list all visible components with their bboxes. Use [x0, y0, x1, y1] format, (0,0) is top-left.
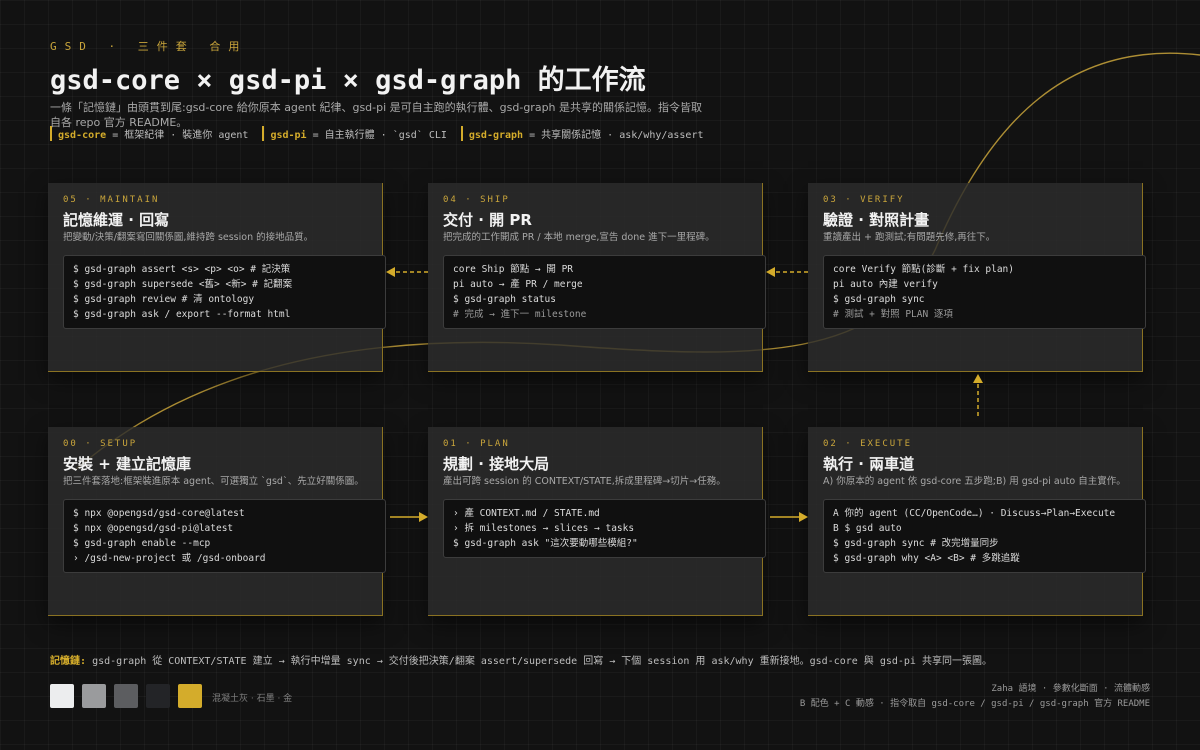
- memory-chain-note: 記憶鏈: gsd-graph 從 CONTEXT/STATE 建立 → 執行中增…: [50, 652, 992, 667]
- legend-key: gsd-core: [58, 130, 107, 141]
- card-tag: 00 · SETUP: [63, 439, 138, 449]
- swatch-gray: [82, 684, 106, 708]
- code-line: $ npx @opengsd/gsd-core@latest: [73, 508, 245, 519]
- code-line: core Verify 節點(診斷 + fix plan): [833, 264, 1014, 275]
- card-execute: 02 · EXECUTE 執行 · 兩車道 A) 你原本的 agent 依 gs…: [808, 427, 1146, 616]
- swatch-gold: [178, 684, 202, 708]
- code-line: # 測試 + 對照 PLAN 逐項: [833, 309, 953, 320]
- legend-key: gsd-pi: [270, 130, 307, 141]
- legend: gsd-core = 框架紀律 · 裝進你 agent gsd-pi = 自主執…: [50, 126, 704, 141]
- code-line: $ gsd-graph ask / export --format html: [73, 309, 291, 320]
- legend-item-graph: gsd-graph = 共享關係記憶 · ask/why/assert: [460, 126, 704, 141]
- code-line: › 產 CONTEXT.md / STATE.md: [453, 508, 600, 519]
- palette-swatches: [50, 684, 202, 708]
- legend-key: gsd-graph: [468, 130, 524, 141]
- intro-text: 一條「記憶鏈」由頭貫到尾:gsd-core 給你原本 agent 紀律、gsd-…: [50, 101, 703, 129]
- credit-line: Zaha 語境 · 參數化斷面 · 流體動感: [991, 684, 1150, 694]
- code-line: # 完成 → 進下一 milestone: [453, 309, 587, 320]
- card-tag: 01 · PLAN: [443, 439, 510, 449]
- arrow-plan-to-execute: [770, 512, 808, 522]
- card-desc: 把變動/決策/翻案寫回關係圖,維持跨 session 的接地品質。: [63, 232, 314, 243]
- legend-item-pi: gsd-pi = 自主執行體 · `gsd` CLI: [262, 126, 447, 141]
- swatch-graphite: [114, 684, 138, 708]
- arrow-execute-to-verify: [973, 374, 983, 416]
- code-line: pi auto 內建 verify: [833, 279, 938, 290]
- code-line: B $ gsd auto: [833, 523, 902, 534]
- card-desc: 把三件套落地:框架裝進原本 agent、可選獨立 `gsd`、先立好關係圖。: [63, 476, 364, 487]
- page-title: gsd-core × gsd-pi × gsd-graph 的工作流: [50, 65, 646, 96]
- code-line: $ gsd-graph why <A> <B> # 多跳追蹤: [833, 553, 1020, 564]
- card-desc: 重讀產出 + 跑測試;有問題先修,再往下。: [823, 232, 996, 243]
- arrow-ship-to-maintain: [386, 267, 428, 277]
- code-block: A 你的 agent (CC/OpenCode…) · Discuss→Plan…: [823, 499, 1146, 573]
- code-line: core Ship 節點 → 開 PR: [453, 264, 574, 275]
- code-line: $ gsd-graph enable --mcp: [73, 538, 211, 549]
- code-line: $ gsd-graph review # 清 ontology: [73, 294, 255, 305]
- card-title: 執行 · 兩車道: [823, 455, 915, 473]
- code-line: $ gsd-graph ask "這次要動哪些模組?": [453, 538, 638, 549]
- card-desc: 產出可跨 session 的 CONTEXT/STATE,拆成里程碑→切片→任務…: [443, 476, 726, 487]
- card-title: 記憶維運 · 回寫: [63, 211, 170, 229]
- card-ship: 04 · SHIP 交付 · 開 PR 把完成的工作開成 PR / 本地 mer…: [428, 183, 766, 372]
- code-block: $ gsd-graph assert <s> <p> <o> # 記決策 $ g…: [63, 255, 386, 329]
- card-tag: 02 · EXECUTE: [823, 439, 913, 449]
- code-block: core Ship 節點 → 開 PR pi auto → 產 PR / mer…: [443, 255, 766, 329]
- memory-chain-text: gsd-graph 從 CONTEXT/STATE 建立 → 執行中增量 syn…: [92, 656, 992, 667]
- card-plan: 01 · PLAN 規劃 · 接地大局 產出可跨 session 的 CONTE…: [428, 427, 766, 616]
- card-setup: 00 · SETUP 安裝 + 建立記憶庫 把三件套落地:框架裝進原本 agen…: [48, 427, 386, 616]
- card-desc: 把完成的工作開成 PR / 本地 merge,宣告 done 進下一里程碑。: [443, 232, 715, 243]
- arrow-verify-to-ship: [766, 267, 808, 277]
- card-title: 驗證 · 對照計畫: [823, 211, 930, 229]
- palette-label: 混凝土灰 · 石墨 · 金: [212, 694, 293, 704]
- code-line: › /gsd-new-project 或 /gsd-onboard: [73, 553, 266, 564]
- code-line: $ npx @opengsd/gsd-pi@latest: [73, 523, 234, 534]
- card-maintain: 05 · MAINTAIN 記憶維運 · 回寫 把變動/決策/翻案寫回關係圖,維…: [48, 183, 386, 372]
- code-block: $ npx @opengsd/gsd-core@latest $ npx @op…: [63, 499, 386, 573]
- card-tag: 04 · SHIP: [443, 195, 510, 205]
- code-line: › 拆 milestones → slices → tasks: [453, 523, 635, 534]
- card-title: 規劃 · 接地大局: [443, 455, 550, 473]
- code-block: core Verify 節點(診斷 + fix plan) pi auto 內建…: [823, 255, 1146, 329]
- card-desc: A) 你原本的 agent 依 gsd-core 五步跑;B) 用 gsd-pi…: [823, 476, 1126, 487]
- card-tag: 03 · VERIFY: [823, 195, 905, 205]
- credit: Zaha 語境 · 參數化斷面 · 流體動感 B 配色 + C 動感 · 指令取…: [800, 682, 1150, 712]
- arrow-setup-to-plan: [390, 512, 428, 522]
- code-line: $ gsd-graph supersede <舊> <新> # 記翻案: [73, 279, 293, 290]
- code-line: $ gsd-graph sync: [833, 294, 925, 305]
- eyebrow: GSD · 三件套 合用: [50, 40, 248, 53]
- memory-chain-label: 記憶鏈:: [50, 656, 87, 667]
- code-line: $ gsd-graph status: [453, 294, 556, 305]
- swatch-concrete: [50, 684, 74, 708]
- card-title: 交付 · 開 PR: [443, 211, 532, 229]
- card-verify: 03 · VERIFY 驗證 · 對照計畫 重讀產出 + 跑測試;有問題先修,再…: [808, 183, 1146, 372]
- code-line: A 你的 agent (CC/OpenCode…) · Discuss→Plan…: [833, 508, 1116, 519]
- code-line: $ gsd-graph sync # 改完增量同步: [833, 538, 999, 549]
- card-title: 安裝 + 建立記憶庫: [63, 455, 192, 473]
- code-line: pi auto → 產 PR / merge: [453, 279, 583, 290]
- swatch-dark: [146, 684, 170, 708]
- credit-line: B 配色 + C 動感 · 指令取自 gsd-core / gsd-pi / g…: [799, 699, 1150, 709]
- code-line: $ gsd-graph assert <s> <p> <o> # 記決策: [73, 264, 291, 275]
- code-block: › 產 CONTEXT.md / STATE.md › 拆 milestones…: [443, 499, 766, 558]
- legend-text: = 框架紀律 · 裝進你 agent: [112, 130, 249, 141]
- legend-item-core: gsd-core = 框架紀律 · 裝進你 agent: [50, 126, 248, 141]
- legend-text: = 自主執行體 · `gsd` CLI: [312, 130, 447, 141]
- legend-text: = 共享關係記憶 · ask/why/assert: [529, 130, 704, 141]
- card-tag: 05 · MAINTAIN: [63, 195, 160, 205]
